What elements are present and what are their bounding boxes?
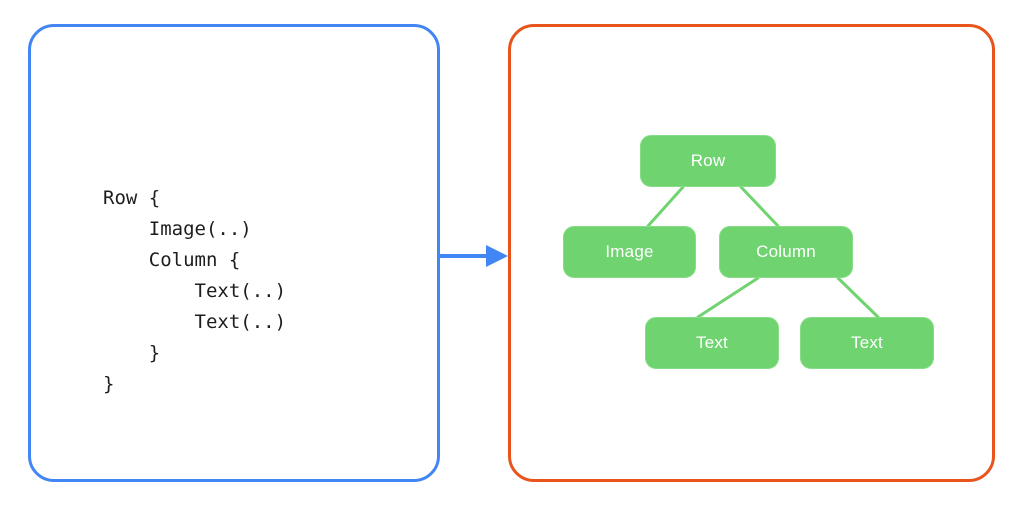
tree-node-image[interactable]: Image bbox=[563, 226, 696, 278]
tree-node-text-2[interactable]: Text bbox=[800, 317, 934, 369]
code-snippet: Row { Image(..) Column { Text(..) Text(.… bbox=[103, 187, 287, 395]
tree-node-column[interactable]: Column bbox=[719, 226, 853, 278]
tree-node-row[interactable]: Row bbox=[640, 135, 776, 187]
arrow-head bbox=[486, 245, 508, 267]
right-arrow-icon bbox=[438, 245, 508, 267]
tree-node-text-1[interactable]: Text bbox=[645, 317, 779, 369]
code-panel: Row { Image(..) Column { Text(..) Text(.… bbox=[28, 24, 440, 482]
